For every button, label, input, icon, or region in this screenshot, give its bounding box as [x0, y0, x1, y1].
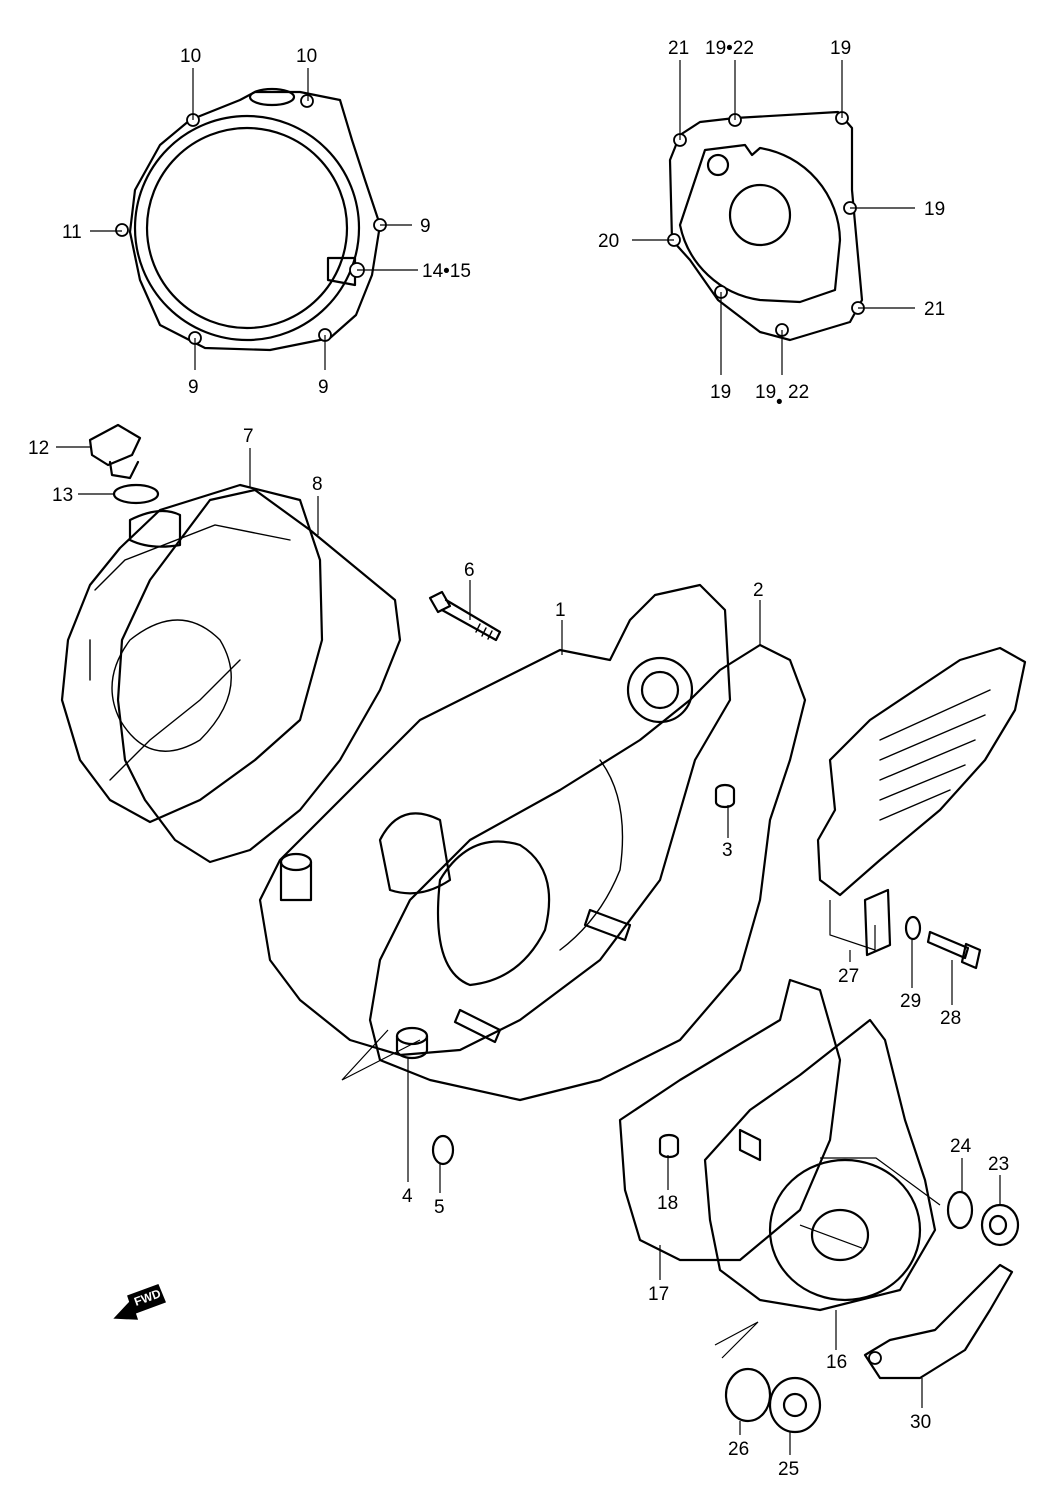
circlip [431, 1134, 455, 1166]
callout-12: 12 [28, 438, 49, 459]
callout-19-22: 19•22 [705, 38, 754, 59]
callout-24: 24 [950, 1136, 972, 1157]
callout-21: 21 [924, 299, 945, 320]
callout-7: 7 [243, 426, 254, 447]
callout-19: 19 [710, 382, 731, 403]
callout-9: 9 [188, 377, 199, 398]
callout-5: 5 [434, 1197, 445, 1218]
callout-10: 10 [296, 46, 317, 67]
forward-arrow-icon: FWD [113, 1284, 166, 1320]
callout-17: 17 [648, 1284, 669, 1305]
leader-lines [56, 60, 1001, 1455]
cover-bolt [428, 590, 502, 642]
callout-27: 27 [838, 966, 859, 987]
cover-guard [863, 1263, 1014, 1380]
callout-11: 11 [62, 222, 82, 243]
callout-18: 18 [657, 1193, 678, 1214]
callout-19: 19 [924, 199, 945, 220]
clutch-cover-gasket [116, 488, 402, 864]
callout-26: 26 [728, 1439, 749, 1460]
callout-23: 23 [988, 1154, 1009, 1175]
callout-20: 20 [598, 231, 619, 252]
callout-labels: 10 10 11 9 14•15 9 9 21 19•22 19 19 20 2… [28, 38, 1009, 1480]
callout-21: 21 [668, 38, 689, 59]
clutch-outer-cover [60, 483, 324, 824]
callout-1: 1 [555, 600, 566, 621]
dowel-pin [714, 783, 736, 809]
callout-4: 4 [402, 1186, 413, 1207]
callout-3: 3 [722, 840, 733, 861]
callout-29: 29 [900, 991, 921, 1012]
generator-cap [768, 1376, 822, 1434]
sprocket-cover [816, 646, 1027, 957]
callout-25: 25 [778, 1459, 799, 1480]
clutch-cover [115, 87, 387, 352]
callout-6: 6 [464, 560, 475, 581]
callout-22: 22 [788, 382, 809, 403]
callout-19-22: 19 [755, 382, 776, 403]
o-ring [112, 483, 160, 505]
callout-13: 13 [52, 485, 73, 506]
callout-9: 9 [318, 377, 329, 398]
callout-30: 30 [910, 1412, 931, 1433]
callout-2: 2 [753, 580, 764, 601]
dowel-pin-2 [658, 1133, 680, 1159]
callout-9: 9 [420, 216, 431, 237]
generator-cover [667, 110, 865, 342]
callout-8: 8 [312, 474, 323, 495]
callout-28: 28 [940, 1008, 961, 1029]
crankcase-gasket [368, 643, 807, 1102]
washer [904, 915, 922, 941]
callout-14-15: 14•15 [422, 261, 471, 282]
crankcase [258, 583, 732, 1057]
o-ring-26 [724, 1367, 772, 1423]
callout-19: 19 [830, 38, 851, 59]
callout-10: 10 [180, 46, 201, 67]
sprocket-cover-bolt [926, 930, 982, 970]
callout-dot: • [776, 392, 783, 413]
oil-filler-cap [88, 423, 142, 480]
o-ring-24 [946, 1190, 974, 1230]
generator-outer-cover [703, 1018, 937, 1312]
callout-16: 16 [826, 1352, 847, 1373]
generator-cover-gasket [618, 978, 842, 1262]
timing-cap [980, 1203, 1020, 1247]
